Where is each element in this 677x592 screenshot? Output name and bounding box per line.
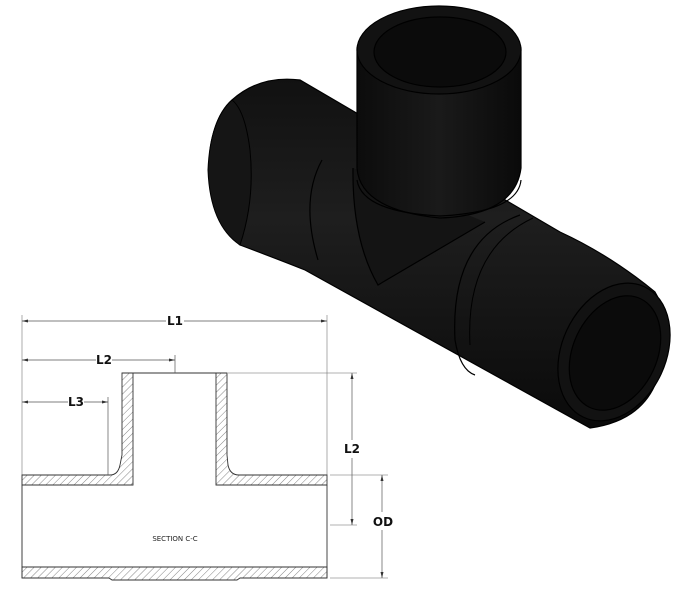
dimension-l2-vertical [228, 372, 357, 526]
tee-stem-body [356, 47, 522, 219]
stem-collar [356, 179, 522, 217]
run-wall-top-right [215, 372, 328, 486]
tee-left-end [207, 99, 252, 246]
weld-ring-right-2 [469, 217, 534, 346]
label-l1: L1 [167, 314, 183, 328]
dimension-l1 [22, 319, 327, 323]
weld-ring-left [309, 159, 323, 261]
label-l2-vertical: L2 [344, 442, 360, 456]
label-od: OD [373, 515, 393, 529]
run-wall-top-left [21, 372, 134, 486]
run-right-end-opening [568, 295, 662, 411]
run-wall-bottom [21, 566, 328, 581]
section-view [21, 315, 388, 581]
label-l3: L3 [68, 395, 84, 409]
label-l2-horizontal: L2 [96, 353, 112, 367]
dimension-l2-horizontal [22, 355, 176, 373]
weld-ring-right [454, 214, 521, 376]
isometric-tee-render [207, 5, 671, 429]
dimension-l3 [22, 397, 109, 475]
section-title: SECTION C-C [152, 535, 197, 543]
stem-top-opening [373, 16, 507, 88]
dimension-od [330, 474, 388, 579]
